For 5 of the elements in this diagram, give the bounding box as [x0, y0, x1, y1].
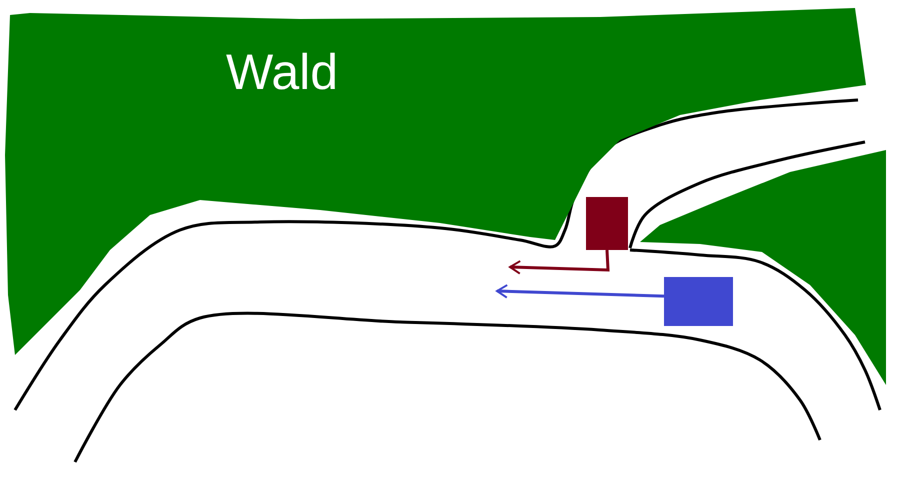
car-block — [586, 197, 628, 250]
direction-arrow — [509, 250, 610, 275]
area-label: Wald — [226, 43, 338, 101]
car-block — [664, 277, 733, 326]
direction-arrow — [496, 284, 664, 299]
